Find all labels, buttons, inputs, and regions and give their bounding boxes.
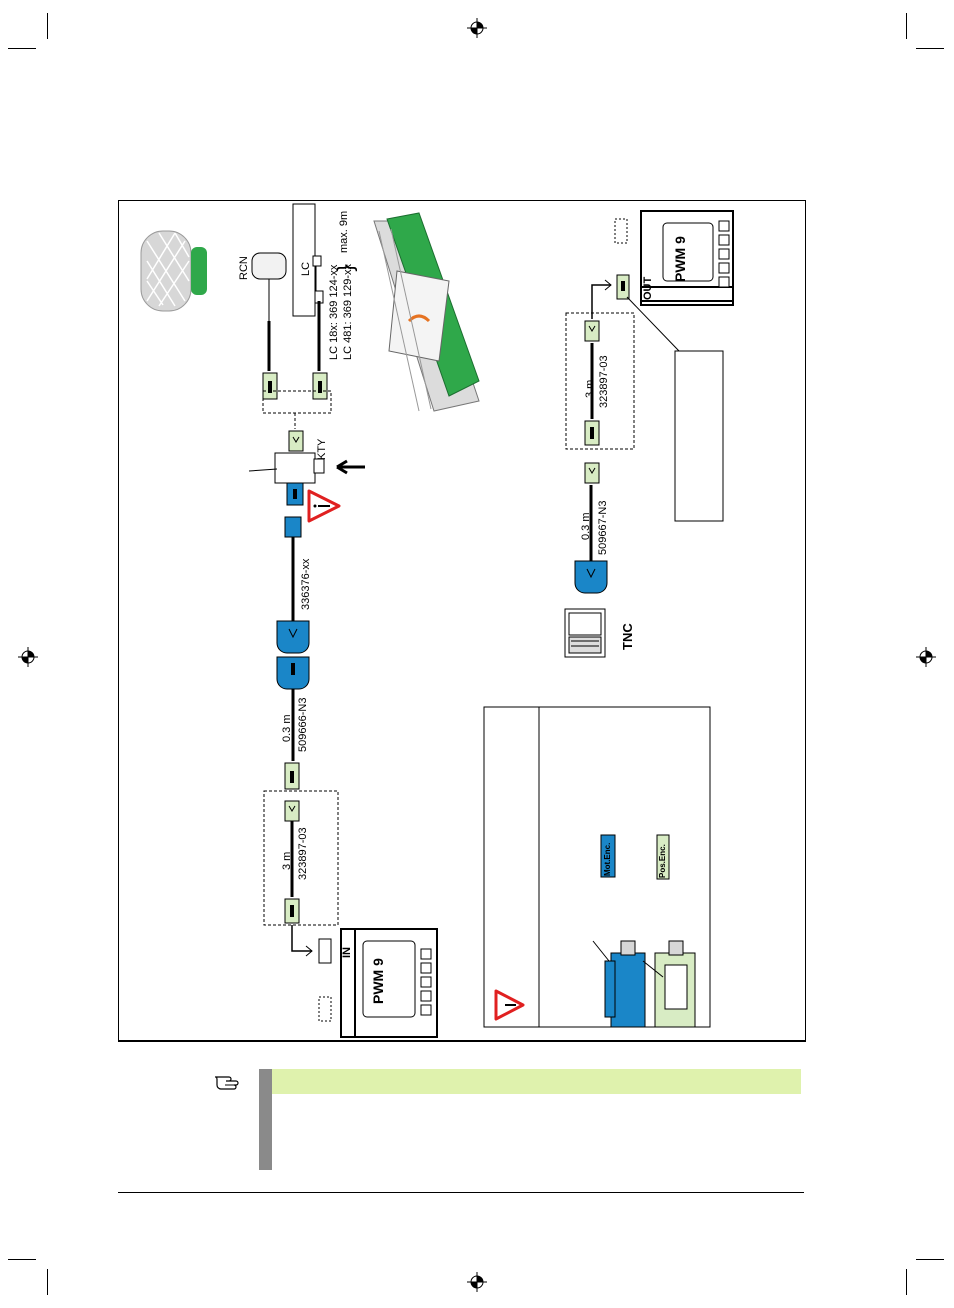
pwm9-left-label: PWM 9 <box>370 958 386 1004</box>
note-header-band <box>272 1069 801 1094</box>
crop-mark <box>8 48 36 49</box>
registration-mark-right <box>916 647 936 667</box>
rcn-label: RCN <box>238 256 250 280</box>
adapter-part: 509666-N3 <box>297 697 309 752</box>
crop-mark <box>8 1259 36 1260</box>
crop-mark <box>916 48 944 49</box>
tnc-control-image <box>564 608 606 658</box>
lc-linear-encoder <box>292 203 328 400</box>
registration-mark-bottom <box>467 1272 487 1292</box>
extension-cable-left <box>284 800 313 957</box>
tnc-cable <box>574 462 608 594</box>
connection-diagram <box>118 200 806 1042</box>
warning-icon <box>307 489 341 523</box>
note-sidebar <box>259 1069 272 1170</box>
tnc-cable-part: 509667-N3 <box>597 500 609 555</box>
registration-mark-left <box>18 647 38 667</box>
kty-adapter <box>248 430 365 506</box>
motor-encoder-cable <box>276 516 310 790</box>
pos-enc-label: Pos.Enc. <box>658 844 667 878</box>
ext-length-left: 3 m <box>281 851 293 870</box>
pwm9-right-device <box>614 210 734 522</box>
extension-box-left <box>263 790 339 926</box>
kty-label: KTY <box>316 438 328 460</box>
crop-mark <box>906 1269 907 1295</box>
pwm9-right-label: PWM 9 <box>672 236 688 282</box>
lc-part-numbers-2: LC 481: 369 129-xx <box>342 263 354 360</box>
footer-rule <box>118 1192 804 1193</box>
lc-part-numbers: LC 18x: 369 124-xx <box>328 264 340 360</box>
adapter-length: 0.3 m <box>281 714 293 742</box>
rotary-encoder-image <box>140 230 207 312</box>
extension-cable-right <box>584 279 612 446</box>
linear-motor-image <box>373 212 480 412</box>
mot-enc-label: Mot.Enc. <box>603 842 612 876</box>
max-length-label: max. 9m <box>338 210 350 253</box>
ext-part-right: 323897-03 <box>598 355 610 408</box>
diagram-artwork <box>140 203 734 1038</box>
ext-length-right: 3 m <box>584 379 596 398</box>
lc-label: LC <box>300 261 312 276</box>
brace: } <box>332 264 358 272</box>
out-port-label: OUT <box>642 276 654 300</box>
crop-mark <box>916 1259 944 1260</box>
tnc-cable-length: 0.3 m <box>580 512 592 540</box>
crop-mark <box>47 13 48 39</box>
in-port-label: IN <box>341 947 353 958</box>
pointing-hand-icon <box>213 1070 243 1092</box>
rcn-encoder <box>251 252 287 400</box>
registration-mark-top <box>467 18 487 38</box>
extension-box-right <box>565 312 635 450</box>
tnc-label: TNC <box>620 623 635 650</box>
connector-info-box <box>483 706 711 1028</box>
ext-part-left: 323897-03 <box>297 827 309 880</box>
crop-mark <box>906 13 907 39</box>
pwm9-left-device <box>318 928 438 1038</box>
crop-mark <box>47 1269 48 1295</box>
motor-cable-part: 336376-xx <box>300 558 312 610</box>
